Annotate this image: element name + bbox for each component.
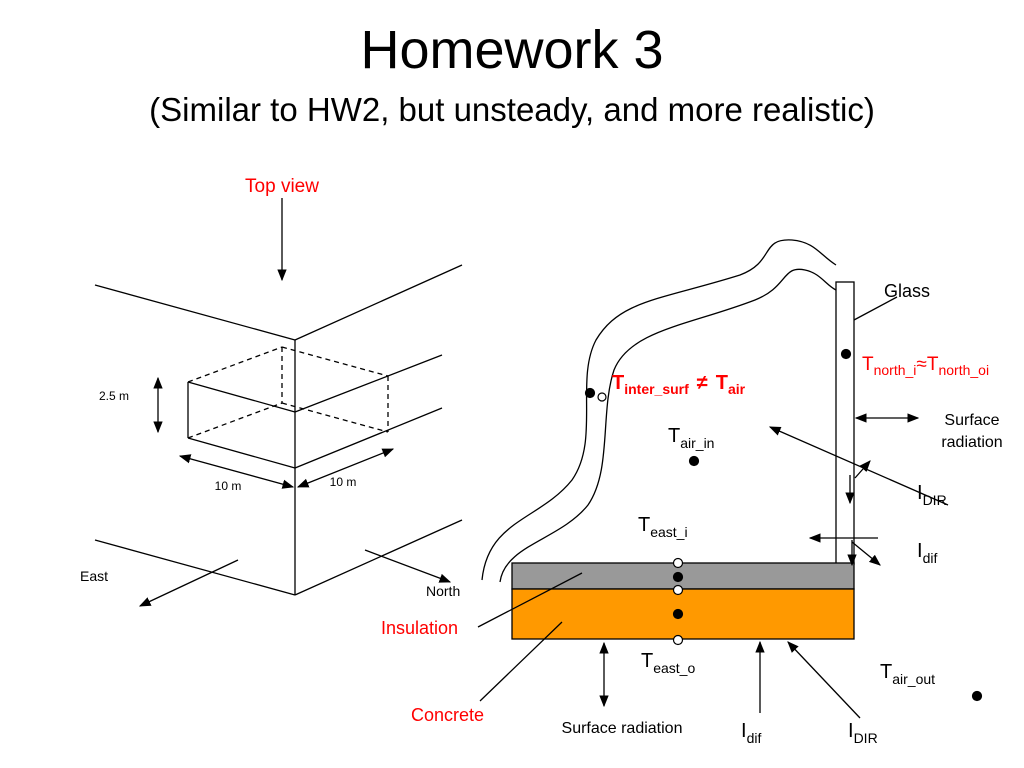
- north-label: North: [426, 583, 460, 599]
- concrete-leader: [479, 621, 563, 702]
- glass-pane: [835, 281, 855, 565]
- top-view-label: Top view: [245, 176, 319, 197]
- i-dif-right-label: Idif: [917, 540, 937, 566]
- t-east-o-label: Teast_o: [641, 650, 695, 676]
- concrete-label: Concrete: [411, 705, 484, 725]
- surface-radiation-bottom-label: Surface radiation: [562, 720, 683, 737]
- node-concrete-center: [672, 608, 684, 620]
- node-inter-surf-open: [597, 392, 607, 402]
- node-air-in: [688, 455, 700, 467]
- slide-title: Homework 3: [360, 20, 664, 80]
- east-length-label: 10 m: [215, 479, 242, 493]
- flux-arrows: [599, 413, 949, 719]
- flow-curve-inner: [499, 268, 837, 583]
- east-label: East: [80, 568, 108, 584]
- roof-edge-east: [94, 284, 296, 341]
- node-air-out: [971, 690, 983, 702]
- node-insulation-top: [672, 557, 684, 569]
- height-dim-label: 2.5 m: [99, 389, 129, 403]
- i-dir-bottom-label: IDIR: [848, 720, 878, 746]
- node-inter-surf-solid: [584, 387, 596, 399]
- i-dif-bottom-label: Idif: [741, 720, 761, 746]
- i-dir-arrow-into-room: [768, 426, 949, 506]
- north-length-dim-arrow: [296, 448, 395, 488]
- east-length-dim-arrow: [178, 454, 295, 489]
- t-air-out-label: Tair_out: [880, 661, 935, 687]
- glass-leader: [853, 296, 898, 321]
- glass-label: Glass: [884, 281, 930, 301]
- insulation-leader: [477, 572, 583, 628]
- east-arrow: [138, 559, 239, 607]
- slide-subtitle: (Similar to HW2, but unsteady, and more …: [149, 91, 875, 128]
- flow-curve-outer: [481, 239, 837, 581]
- building-perspective: [94, 198, 463, 607]
- surface-radiation-right-line2: radiation: [941, 434, 1002, 451]
- node-glass: [840, 348, 852, 360]
- surface-radiation-right-line1: Surface: [944, 412, 999, 429]
- i-dir-right-label: IDIR: [917, 482, 947, 508]
- upper-wall-line-north: [294, 354, 443, 413]
- ground-edge-north: [294, 519, 463, 596]
- node-insulation-center: [672, 571, 684, 583]
- floor-line-east: [187, 437, 296, 469]
- roof-edge-north: [294, 264, 463, 341]
- room-hidden-edges: [187, 346, 389, 439]
- north-length-label: 10 m: [330, 475, 357, 489]
- i-dir-reflected-arrow: [854, 460, 871, 479]
- i-dir-arrow-bottom: [787, 641, 861, 719]
- ground-edge-east: [94, 539, 296, 596]
- temperature-nodes: [584, 348, 983, 702]
- t-north-label: Tnorth_i≈Tnorth_oi: [862, 354, 989, 378]
- t-inter-surf-label: Tinter_surf≠Tair: [612, 372, 746, 397]
- upper-wall-line-east: [187, 381, 296, 413]
- node-concrete-bottom: [672, 634, 684, 646]
- t-east-i-label: Teast_i: [638, 514, 688, 540]
- air-flow-curves: [481, 239, 837, 583]
- t-air-in-label: Tair_in: [668, 425, 714, 451]
- north-arrow: [364, 549, 452, 583]
- insulation-label: Insulation: [381, 618, 458, 638]
- node-interface: [672, 584, 684, 596]
- i-dif-reflected-arrow: [851, 541, 881, 566]
